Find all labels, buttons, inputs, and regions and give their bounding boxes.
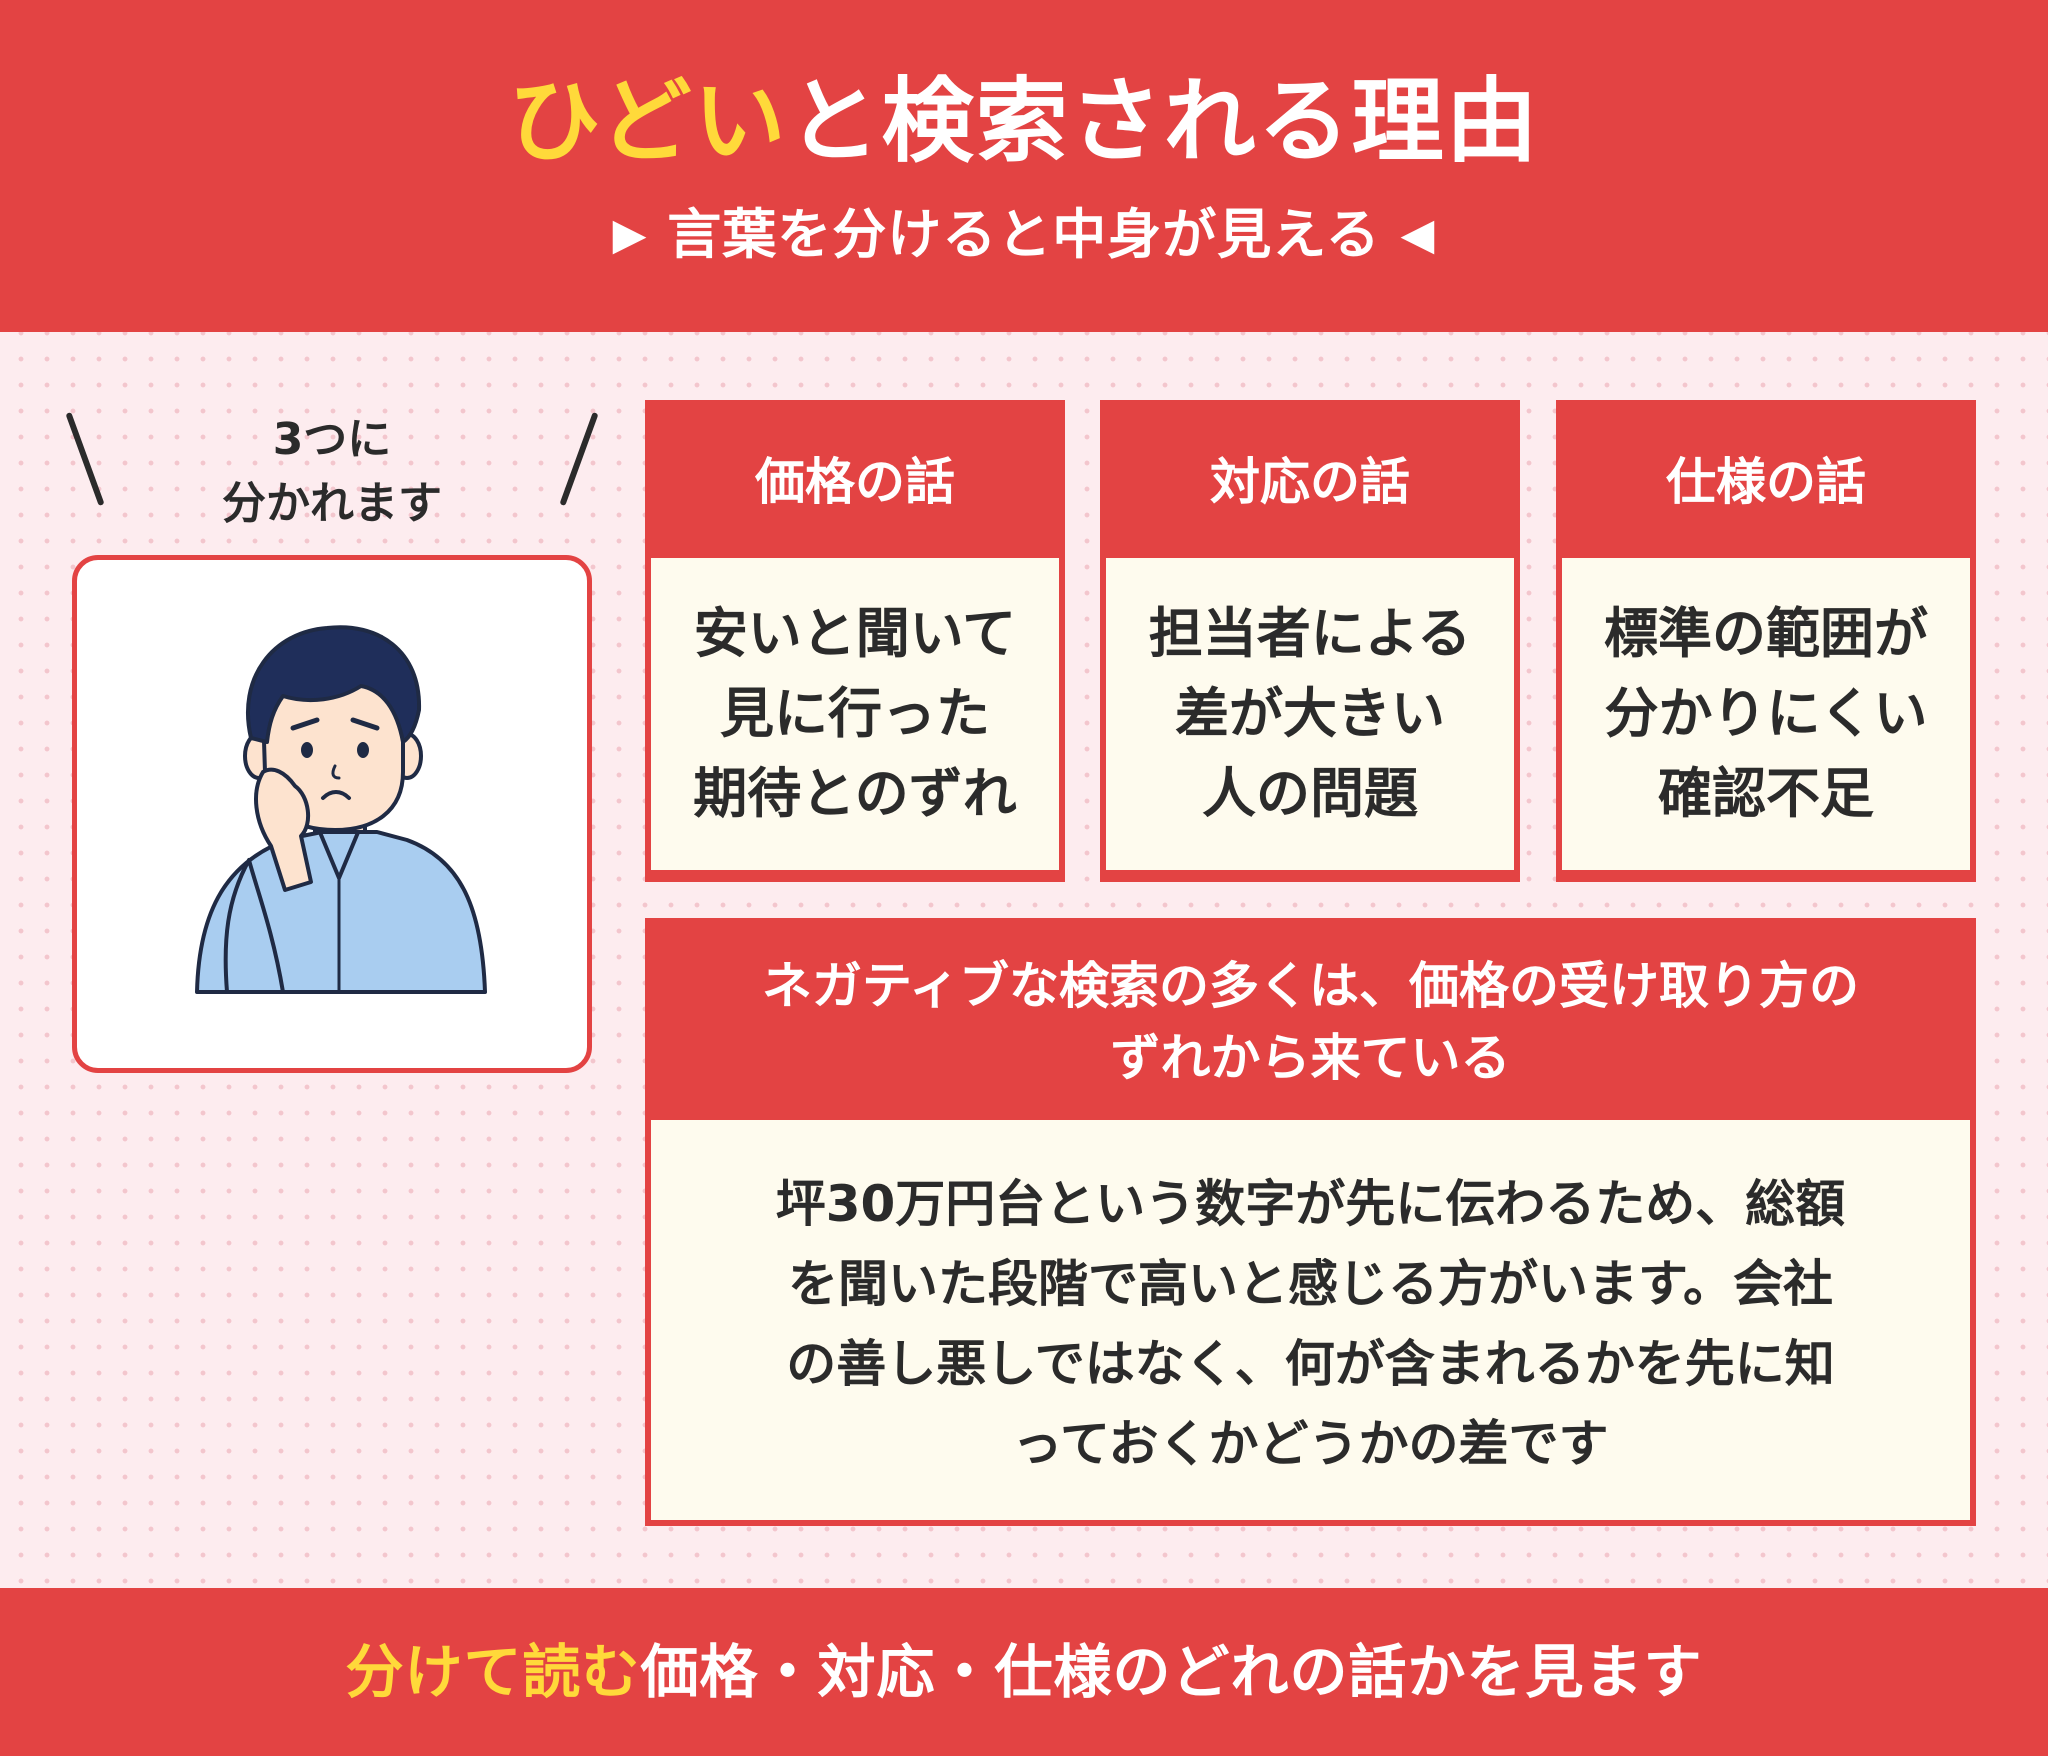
summary-title: ネガティブな検索の多くは、価格の受け取り方の ずれから来ている (651, 924, 1970, 1120)
emphasis-line-left (65, 411, 105, 507)
card-line: 期待とのずれ (693, 762, 1017, 825)
header-banner: ひどいと検索される理由 ▶ 言葉を分けると中身が見える ◀ (0, 0, 2048, 332)
card-line: 標準の範囲が (1604, 602, 1928, 665)
card-title: 価格の話 (755, 453, 955, 511)
summary-line: を聞いた段階で高いと感じる方がいます。会社 (788, 1255, 1833, 1313)
card-spec: 仕様の話 標準の範囲が 分かりにくい 確認不足 (1556, 400, 1976, 882)
card-line: 人の問題 (1202, 762, 1418, 825)
page-subtitle: ▶ 言葉を分けると中身が見える ◀ (0, 200, 2048, 270)
summary-line: 坪30万円台という数字が先に伝わるため、総額 (775, 1175, 1846, 1233)
card-line: 安いと聞いて (693, 602, 1017, 665)
card-line: 担当者による (1148, 602, 1472, 665)
card-service: 対応の話 担当者による 差が大きい 人の問題 (1100, 400, 1520, 882)
card-title: 対応の話 (1210, 453, 1410, 511)
card-line: 見に行った (720, 682, 990, 745)
summary-line: の善し悪しではなく、何が含まれるかを先に知 (786, 1335, 1835, 1393)
callout: 3つに 分かれます (52, 400, 612, 550)
card-line: 分かりにくい (1604, 682, 1928, 745)
subtitle-text: 言葉を分けると中身が見える (667, 203, 1381, 266)
card-price: 価格の話 安いと聞いて 見に行った 期待とのずれ (645, 400, 1065, 882)
summary-title-line: ずれから来ている (1110, 1029, 1511, 1087)
illustration-frame (72, 555, 592, 1073)
title-rest: と検索される理由 (787, 68, 1540, 175)
summary-box: ネガティブな検索の多くは、価格の受け取り方の ずれから来ている 坪30万円台とい… (645, 918, 1976, 1526)
triangle-right-icon: ▶ (612, 209, 648, 260)
summary-line: っておくかどうかの差です (1012, 1415, 1609, 1473)
footer-highlight: 分けて読む (345, 1638, 641, 1706)
summary-body: 坪30万円台という数字が先に伝わるため、総額 を聞いた段階で高いと感じる方がいま… (651, 1120, 1970, 1520)
title-highlight: ひどい (508, 68, 788, 175)
callout-text: 3つに 分かれます (162, 408, 502, 536)
emphasis-line-right (559, 411, 599, 507)
card-title: 仕様の話 (1666, 453, 1866, 511)
footer-text: 価格・対応・仕様のどれの話かを見ます (640, 1638, 1703, 1706)
card-body: 担当者による 差が大きい 人の問題 (1106, 558, 1514, 870)
callout-line-2: 分かれます (222, 478, 442, 529)
card-line: 差が大きい (1175, 682, 1445, 745)
page-title: ひどいと検索される理由 (0, 62, 2048, 182)
triangle-left-icon: ◀ (1400, 209, 1436, 260)
worried-man-illustration-icon (195, 625, 487, 994)
footer-banner: 分けて読む価格・対応・仕様のどれの話かを見ます (0, 1588, 2048, 1756)
callout-line-1: 3つに (272, 414, 392, 465)
card-body: 安いと聞いて 見に行った 期待とのずれ (651, 558, 1059, 870)
card-line: 確認不足 (1658, 762, 1874, 825)
summary-title-line: ネガティブな検索の多くは、価格の受け取り方の (762, 957, 1859, 1015)
card-body: 標準の範囲が 分かりにくい 確認不足 (1562, 558, 1970, 870)
